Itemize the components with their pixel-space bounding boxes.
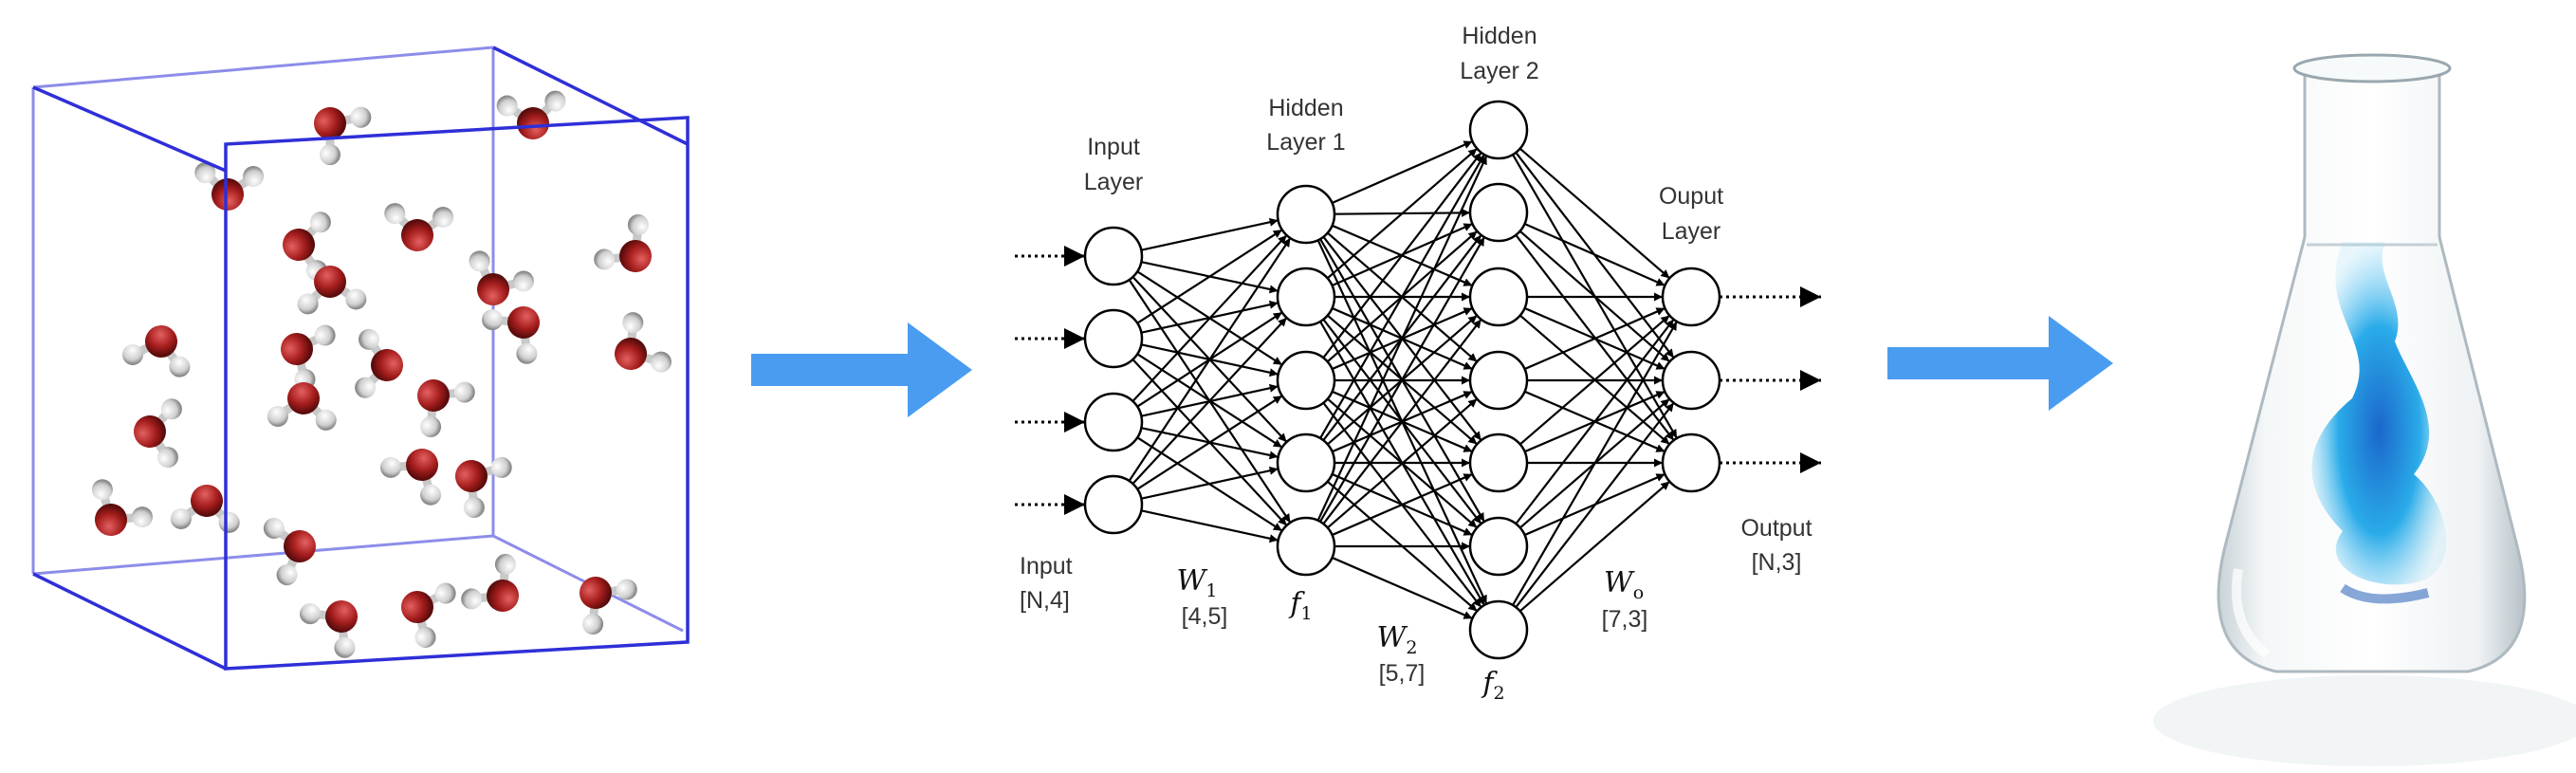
water-molecule — [380, 449, 442, 506]
water-molecule — [194, 162, 265, 211]
weight-connection — [1141, 217, 1279, 251]
output-label: Output — [1740, 515, 1812, 542]
weight-connection — [1518, 147, 1671, 280]
input-shape-label: [N,4] — [1020, 587, 1070, 614]
weight-connection — [1319, 154, 1485, 439]
weight-connection — [1332, 140, 1473, 204]
water-molecule — [469, 250, 534, 305]
weight-connection — [1136, 229, 1283, 324]
water-molecule — [580, 577, 637, 635]
water-molecule — [91, 479, 153, 536]
weight-connection — [1141, 466, 1279, 500]
weight-connection — [1332, 556, 1473, 620]
hidden-layer-1-label-line2: Layer 1 — [1266, 129, 1345, 156]
output-shape-label: [N,3] — [1752, 549, 1802, 576]
weight-connection — [1141, 509, 1279, 543]
neuron-node-layer-2 — [1468, 100, 1529, 160]
neuron-node-layer-3 — [1661, 350, 1721, 411]
activation-f2-label: f2 — [1481, 667, 1504, 704]
weight-connection — [1316, 155, 1488, 522]
weight-wo-label: Wo — [1604, 566, 1644, 603]
weight-connection — [1319, 236, 1485, 523]
neuron-node-layer-0 — [1083, 226, 1144, 286]
hidden-layer-2-label-line1: Hidden — [1462, 23, 1536, 49]
input-layer-label-line1: Input — [1087, 134, 1140, 160]
neuron-node-layer-2 — [1468, 267, 1529, 327]
weight-w1-shape-label: [4,5] — [1182, 603, 1228, 630]
neuron-node-layer-2 — [1468, 433, 1529, 493]
weight-connection — [1136, 395, 1283, 490]
weight-connection — [1332, 472, 1473, 537]
weight-connection — [1512, 321, 1678, 606]
water-molecule — [401, 582, 456, 648]
output-layer-label-line2: Layer — [1662, 218, 1721, 245]
neuron-node-layer-2 — [1468, 182, 1529, 243]
water-molecule — [384, 203, 454, 251]
weight-connection — [1518, 480, 1671, 613]
neuron-node-layer-0 — [1083, 308, 1144, 369]
water-molecule — [170, 485, 240, 533]
neuron-node-layer-2 — [1468, 516, 1529, 577]
water-molecule — [594, 214, 652, 272]
water-molecule — [297, 266, 367, 315]
neuron-node-layer-3 — [1661, 267, 1721, 327]
weight-connection — [1515, 402, 1675, 608]
weight-connection — [1524, 223, 1665, 286]
water-molecule — [300, 600, 358, 658]
neuron-node-layer-3 — [1661, 433, 1721, 493]
weight-connection — [1322, 152, 1482, 359]
erlenmeyer-flask-with-blue-dye-icon — [2153, 53, 2576, 766]
weight-connection — [1327, 397, 1478, 529]
water-molecule — [134, 398, 182, 469]
activation-f1-label: f1 — [1288, 587, 1312, 624]
hidden-layer-1-label-line1: Hidden — [1268, 95, 1343, 121]
water-molecule — [461, 554, 519, 612]
weight-connection — [1128, 237, 1292, 482]
weight-wo-shape-label: [7,3] — [1602, 606, 1648, 633]
water-molecule — [121, 325, 191, 377]
neuron-node-layer-0 — [1083, 392, 1144, 452]
water-molecule — [455, 456, 512, 518]
input-label: Input — [1020, 553, 1073, 580]
weight-w1-label: W1 — [1177, 564, 1218, 601]
water-molecule — [314, 106, 372, 166]
right-arrow-icon — [751, 322, 972, 417]
water-molecule — [496, 90, 566, 139]
weight-connection — [1132, 317, 1288, 485]
water-molecules-box-icon — [31, 46, 690, 671]
hidden-layer-2-label-line2: Layer 2 — [1460, 58, 1538, 84]
neuron-node-layer-2 — [1468, 599, 1529, 660]
water-molecule — [482, 306, 540, 364]
weight-w2-label: W2 — [1377, 621, 1418, 658]
neuron-node-layer-1 — [1276, 516, 1336, 577]
neuron-node-layer-1 — [1276, 267, 1336, 327]
water-molecule — [263, 518, 316, 586]
neuron-node-layer-1 — [1276, 350, 1336, 411]
neural-network-diagram: Input Layer Hidden Layer 1 Hidden Layer … — [1015, 23, 1821, 704]
neuron-node-layer-0 — [1083, 474, 1144, 535]
water-molecule — [267, 382, 337, 431]
weight-connection — [1132, 234, 1288, 402]
weight-connection — [1322, 319, 1482, 525]
water-molecule — [615, 312, 672, 373]
neuron-node-layer-1 — [1276, 184, 1336, 245]
water-molecule — [355, 328, 403, 398]
weight-w2-shape-label: [5,7] — [1379, 660, 1426, 687]
weight-connection — [1326, 147, 1479, 280]
water-molecule — [281, 324, 336, 390]
water-molecule — [417, 379, 475, 437]
output-layer-label-line1: Ouput — [1659, 183, 1723, 210]
neuron-node-layer-1 — [1276, 433, 1336, 493]
neuron-node-layer-2 — [1468, 350, 1529, 411]
input-layer-label-line2: Layer — [1084, 169, 1144, 195]
right-arrow-icon — [1887, 316, 2113, 411]
water-molecule — [283, 212, 331, 282]
weight-connection — [1524, 306, 1665, 371]
weight-connection — [1515, 319, 1675, 525]
weight-connection — [1519, 314, 1670, 446]
